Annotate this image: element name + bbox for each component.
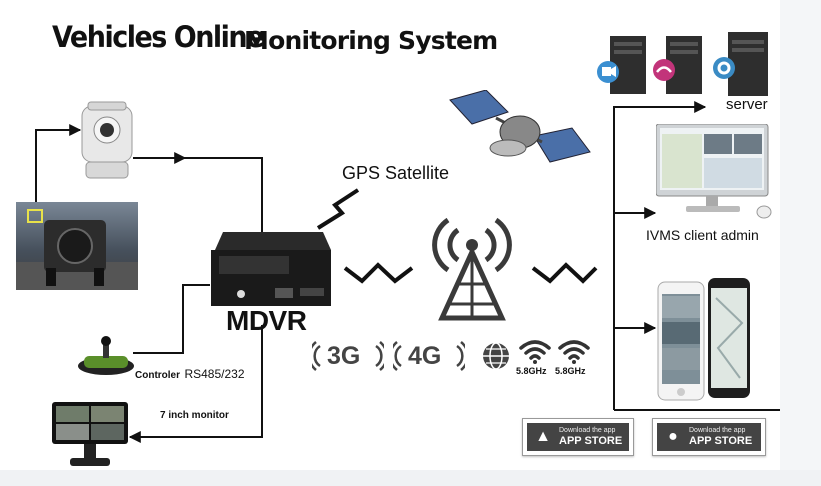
line-mdvr-monitor bbox=[128, 325, 263, 443]
wifi-icon bbox=[558, 340, 590, 364]
line-vehicle-camera bbox=[35, 124, 82, 205]
vehicle-photo bbox=[16, 202, 138, 290]
apple-store-small: Download the app bbox=[689, 427, 746, 434]
apple-icon: ● bbox=[668, 428, 678, 445]
ivms-label: IVMS client admin bbox=[646, 227, 759, 243]
apple-app-store-button[interactable]: ● Download the app APP STORE bbox=[652, 418, 766, 456]
mdvr-device-icon bbox=[211, 232, 331, 306]
ivms-monitor-icon bbox=[656, 124, 772, 219]
line-controller-mdvr bbox=[133, 284, 210, 354]
right-edge-panel bbox=[780, 0, 821, 470]
apple-store-big: APP STORE bbox=[689, 435, 753, 447]
android-icon: ▲ bbox=[535, 428, 551, 445]
controller-label-a: Controler bbox=[135, 370, 180, 381]
zigzag-right bbox=[531, 262, 598, 284]
ptz-camera-icon bbox=[81, 101, 133, 179]
wifi-2-label: 5.8GHz bbox=[555, 366, 586, 376]
controller-label-b: RS485/232 bbox=[184, 367, 245, 381]
4g-icon bbox=[393, 341, 465, 371]
servers-icon bbox=[597, 32, 768, 96]
android-app-store-button[interactable]: ▲ Download the app APP STORE bbox=[522, 418, 634, 456]
monitor-icon bbox=[52, 402, 128, 466]
controller-label: Controler RS485/232 bbox=[135, 365, 245, 383]
wifi-1-label: 5.8GHz bbox=[516, 366, 547, 376]
network-wifi-1: 5.8GHz bbox=[514, 338, 556, 378]
android-store-big: APP STORE bbox=[559, 435, 623, 447]
monitor-label: 7 inch monitor bbox=[160, 410, 229, 421]
android-store-inner: ▲ Download the app APP STORE bbox=[527, 423, 629, 451]
android-store-small: Download the app bbox=[559, 427, 616, 434]
4g-label: 4G bbox=[408, 342, 442, 370]
apple-store-text: Download the app APP STORE bbox=[689, 427, 752, 447]
mdvr-label: MDVR bbox=[226, 305, 307, 336]
3g-icon bbox=[312, 341, 384, 371]
gps-satellite-label: GPS Satellite bbox=[342, 163, 450, 183]
cell-tower-icon bbox=[432, 217, 512, 321]
joystick-controller-icon bbox=[78, 336, 134, 375]
line-server-bus bbox=[613, 101, 707, 410]
title-vehicles-online: Vehicles Online bbox=[52, 20, 264, 55]
android-store-text: Download the app APP STORE bbox=[559, 427, 622, 447]
apple-store-inner: ● Download the app APP STORE bbox=[657, 423, 761, 451]
3g-label: 3G bbox=[327, 342, 361, 370]
zigzag-left bbox=[343, 262, 414, 284]
title-monitoring-system: Monitoring System bbox=[244, 26, 498, 55]
globe-icon bbox=[483, 342, 509, 370]
satellite-icon bbox=[449, 90, 591, 163]
network-3g: 3G bbox=[312, 340, 384, 372]
server-label: server bbox=[726, 96, 768, 113]
wifi-icon bbox=[519, 340, 551, 364]
network-4g: 4G bbox=[393, 340, 465, 372]
network-wifi-2: 5.8GHz bbox=[553, 338, 595, 378]
zigzag-gps bbox=[316, 188, 360, 230]
smartphones-icon bbox=[657, 278, 750, 401]
bottom-edge-band bbox=[0, 470, 821, 486]
